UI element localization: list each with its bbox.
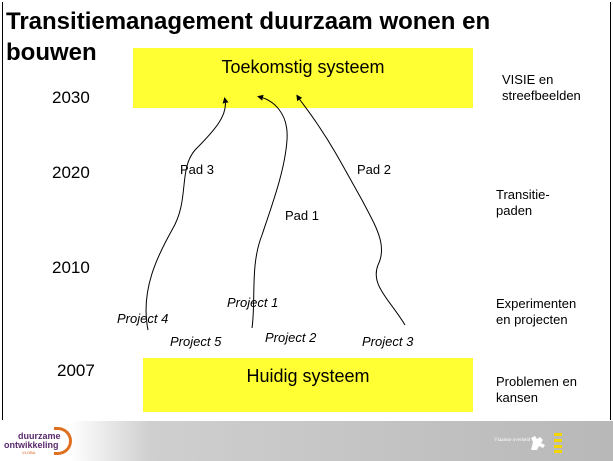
- year-2030: 2030: [52, 88, 90, 107]
- path-label-pad-2: Pad 2: [357, 162, 391, 177]
- side-label-vision-line2: streefbeelden: [502, 88, 581, 103]
- logo-left-line1: duurzame: [18, 431, 61, 441]
- logo-left-line3: VLOBA: [22, 450, 36, 455]
- flemish-government-logo-icon: Vlaamse overheid: [494, 432, 574, 454]
- project-label-3: Project 3: [362, 334, 414, 349]
- project-label-2: Project 2: [265, 330, 317, 345]
- slide-title: Transitiemanagement duurzaam wonen en bo…: [6, 6, 606, 68]
- side-label-vision-line1: VISIE en: [502, 72, 554, 87]
- project-label-5: Project 5: [170, 334, 222, 349]
- side-label-paths-line1: Transitie-: [496, 187, 550, 202]
- logo-left-line2: ontwikkeling: [4, 440, 59, 450]
- year-2010: 2010: [52, 258, 90, 277]
- side-label-experiments-line2: en projecten: [496, 312, 568, 327]
- flemish-lion-icon: [531, 436, 545, 450]
- side-label-problems: Problemen en kansen: [496, 374, 577, 406]
- pad-2-curve: [296, 94, 406, 326]
- slide-frame-right: [610, 2, 611, 420]
- side-label-problems-line1: Problemen en: [496, 374, 577, 389]
- duurzame-ontwikkeling-logo-icon: duurzame ontwikkeling VLOBA: [4, 427, 72, 457]
- flemish-government-text: Vlaamse overheid: [494, 438, 531, 443]
- logo-arc-icon: [54, 427, 72, 455]
- year-2020: 2020: [52, 163, 90, 182]
- slide-frame-left: [2, 2, 3, 420]
- slide-title-line1: Transitiemanagement duurzaam wonen en: [6, 8, 491, 35]
- year-2007: 2007: [57, 361, 95, 380]
- side-label-experiments-line1: Experimenten: [496, 296, 577, 311]
- path-label-pad-1: Pad 1: [285, 208, 319, 223]
- side-label-paths-line2: paden: [496, 203, 533, 218]
- footer-bar: [0, 421, 613, 461]
- future-system-box: Toekomstig systeem: [133, 48, 473, 108]
- pad-1-curve: [251, 94, 288, 329]
- yellow-stripes-icon: [554, 433, 562, 453]
- side-label-vision: VISIE en streefbeelden: [502, 72, 581, 104]
- slide-title-line2: bouwen: [6, 39, 97, 66]
- current-system-box: Huidig systeem: [143, 358, 473, 412]
- project-label-1: Project 1: [227, 295, 279, 310]
- side-label-paths: Transitie- paden: [496, 187, 550, 219]
- pad-3-curve: [145, 97, 229, 331]
- side-label-problems-line2: kansen: [496, 390, 538, 405]
- project-label-4: Project 4: [117, 311, 169, 326]
- side-label-experiments: Experimenten en projecten: [496, 296, 576, 328]
- path-label-pad-3: Pad 3: [180, 162, 214, 177]
